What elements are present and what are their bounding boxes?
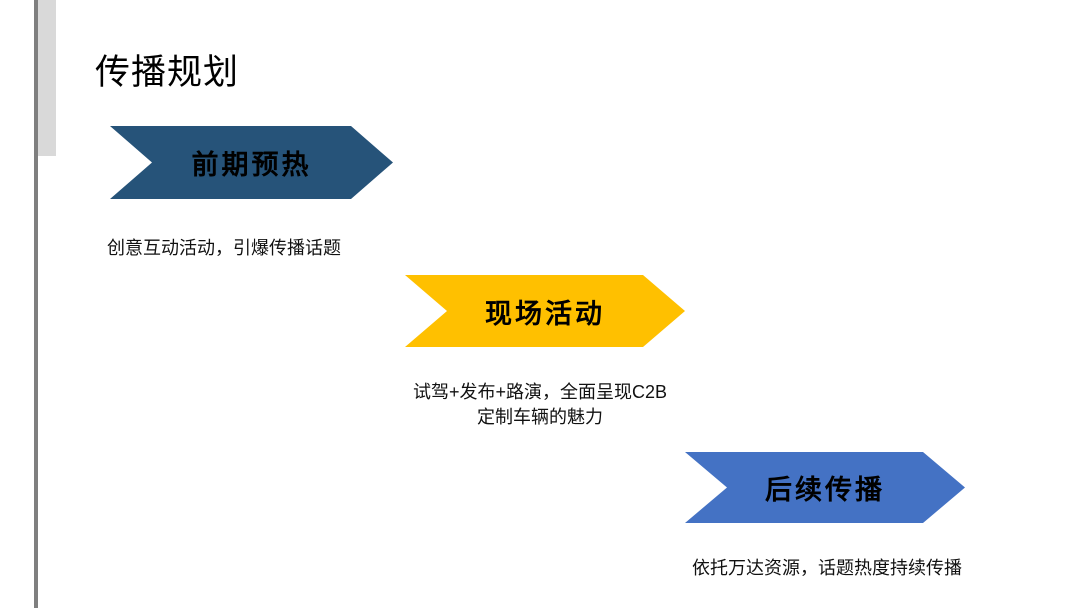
page-title: 传播规划 bbox=[95, 53, 240, 92]
chevron-arrow-step-1: 前期预热 bbox=[110, 126, 393, 199]
step-2-description: 试驾+发布+路演，全面呈现C2B 定制车辆的魅力 bbox=[412, 382, 668, 427]
step-3-description: 依托万达资源，话题热度持续传播 bbox=[692, 558, 962, 578]
step-2-label: 现场活动 bbox=[485, 298, 605, 329]
left-edge-tab bbox=[38, 0, 56, 156]
left-edge-line bbox=[34, 0, 38, 608]
chevron-arrow-step-3: 后续传播 bbox=[685, 452, 965, 523]
step-1-label: 前期预热 bbox=[191, 150, 312, 180]
chevron-arrow-step-2: 现场活动 bbox=[405, 275, 685, 347]
step-1-description: 创意互动活动，引爆传播话题 bbox=[107, 238, 341, 258]
step-3-label: 后续传播 bbox=[765, 475, 885, 505]
